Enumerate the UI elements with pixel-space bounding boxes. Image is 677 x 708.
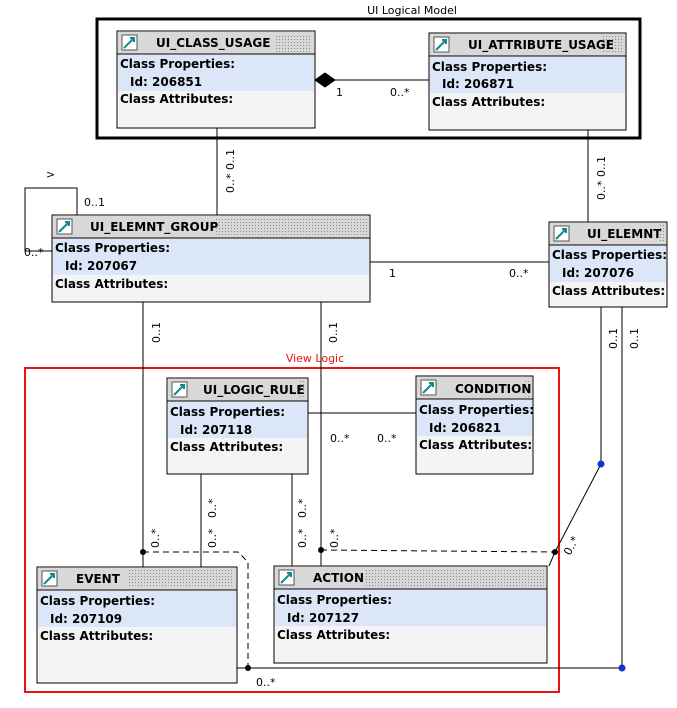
- junction-dot-blue: [618, 664, 626, 672]
- class-name: UI_ATTRIBUTE_USAGE: [468, 38, 614, 53]
- mult-comp-one: 1: [336, 86, 343, 99]
- mult-elemnt-diag: 0..*: [561, 534, 582, 558]
- class-id: Id: 207118: [180, 423, 252, 437]
- class-icon: [553, 225, 570, 242]
- package-view-logic[interactable]: View Logic: [24, 352, 560, 693]
- class-attributes-label: Class Attributes:: [432, 95, 545, 109]
- class-ui-elemnt-group[interactable]: UI_ELEMNT_GROUP Class Properties: Id: 20…: [51, 214, 371, 303]
- class-attributes-label: Class Attributes:: [277, 628, 390, 642]
- dashed-event-link[interactable]: [143, 551, 249, 668]
- class-name: UI_LOGIC_RULE: [203, 383, 305, 398]
- class-properties-label: Class Properties:: [419, 403, 534, 417]
- class-properties-label: Class Properties:: [432, 60, 547, 74]
- class-properties-label: Class Properties:: [55, 241, 170, 255]
- mult-self-arrow: >: [46, 168, 55, 181]
- package-ui-logical-model[interactable]: UI Logical Model: [95, 4, 642, 140]
- mult-group-event: 0..1: [150, 322, 163, 343]
- class-id: Id: 206851: [130, 75, 202, 89]
- class-icon: [121, 34, 138, 51]
- mult-group-elemnt-one: 1: [389, 267, 396, 280]
- junction-dot: [552, 549, 558, 555]
- mult-event-left: 0..*: [149, 528, 162, 548]
- class-ui-elemnt[interactable]: UI_ELEMNT Class Properties: Id: 207076 C…: [548, 221, 668, 308]
- class-attributes-label: Class Attributes:: [419, 438, 532, 452]
- class-condition[interactable]: CONDITION Class Properties: Id: 206821 C…: [415, 375, 534, 475]
- self-assoc-group[interactable]: [24, 187, 78, 252]
- mult-rule-cond-b: 0..*: [377, 432, 397, 445]
- class-attributes-label: Class Attributes:: [552, 284, 665, 298]
- class-id: Id: 207127: [287, 611, 359, 625]
- composition-diamond: [314, 72, 336, 88]
- class-icon: [56, 218, 73, 235]
- class-attributes-label: Class Attributes:: [170, 440, 283, 454]
- dashed-action-link[interactable]: [320, 549, 556, 553]
- class-icon: [41, 570, 58, 587]
- mult-rule-cond-a: 0..*: [330, 432, 350, 445]
- package-label-view-logic: View Logic: [286, 352, 344, 365]
- class-icon: [420, 379, 437, 396]
- class-name: UI_ELEMNT: [587, 227, 662, 242]
- mult-comp-many: 0..*: [390, 86, 410, 99]
- class-name: ACTION: [313, 571, 364, 585]
- class-id: Id: 207067: [65, 259, 137, 273]
- mult-self-lower: 0..*: [24, 246, 44, 259]
- junction-dot: [318, 547, 324, 553]
- mult-classusage-group: 0..* 0..1: [224, 149, 237, 193]
- class-properties-label: Class Properties:: [120, 57, 235, 71]
- class-icon: [433, 36, 450, 53]
- class-action[interactable]: ACTION Class Properties: Id: 207127 Clas…: [273, 565, 548, 664]
- mult-attrusage-elemnt: 0..* 0..1: [595, 156, 608, 200]
- class-id: Id: 207109: [50, 612, 122, 626]
- mult-elemnt-v1: 0..1: [607, 328, 620, 349]
- class-ui-logic-rule[interactable]: UI_LOGIC_RULE Class Properties: Id: 2071…: [166, 377, 309, 475]
- mult-rule-event-2: 0..*: [206, 528, 219, 548]
- mult-group-elemnt-many: 0..*: [509, 267, 529, 280]
- class-id: Id: 206821: [429, 421, 501, 435]
- mult-action-dash: 0..*: [328, 528, 341, 548]
- class-name: CONDITION: [455, 382, 531, 396]
- class-properties-label: Class Properties:: [40, 594, 155, 608]
- junctions: [140, 460, 626, 672]
- class-name: UI_ELEMNT_GROUP: [90, 220, 218, 235]
- mult-rule-action-2: 0..*: [296, 528, 309, 548]
- class-ui-attribute-usage[interactable]: UI_ATTRIBUTE_USAGE Class Properties: Id:…: [428, 32, 627, 131]
- class-properties-label: Class Properties:: [552, 248, 667, 262]
- class-name: EVENT: [76, 572, 121, 586]
- junction-dot: [245, 665, 251, 671]
- mult-bottom: 0..*: [256, 676, 276, 689]
- class-name: UI_CLASS_USAGE: [156, 36, 270, 51]
- connectors: [24, 72, 623, 669]
- mult-group-action: 0..1: [327, 322, 340, 343]
- class-event[interactable]: EVENT Class Properties: Id: 207109 Class…: [36, 566, 238, 684]
- mult-elemnt-v2: 0..1: [628, 328, 641, 349]
- junction-dot-blue: [597, 460, 605, 468]
- package-label-logical-model: UI Logical Model: [367, 4, 457, 17]
- class-icon: [171, 381, 188, 398]
- class-attributes-label: Class Attributes:: [40, 629, 153, 643]
- class-ui-class-usage[interactable]: UI_CLASS_USAGE Class Properties: Id: 206…: [116, 30, 316, 129]
- class-icon: [278, 569, 295, 586]
- mult-rule-action: 0..*: [296, 498, 309, 518]
- multiplicity-labels: 1 0..* 0..* 0..1 0..* 0..1 0..1 0..* > 1…: [24, 86, 641, 689]
- junction-dot: [140, 549, 146, 555]
- class-id: Id: 206871: [442, 77, 514, 91]
- class-properties-label: Class Properties:: [170, 405, 285, 419]
- class-attributes-label: Class Attributes:: [120, 92, 233, 106]
- class-id: Id: 207076: [562, 266, 634, 280]
- class-properties-label: Class Properties:: [277, 593, 392, 607]
- mult-self-upper: 0..1: [84, 196, 105, 209]
- class-attributes-label: Class Attributes:: [55, 277, 168, 291]
- mult-rule-event: 0..*: [206, 498, 219, 518]
